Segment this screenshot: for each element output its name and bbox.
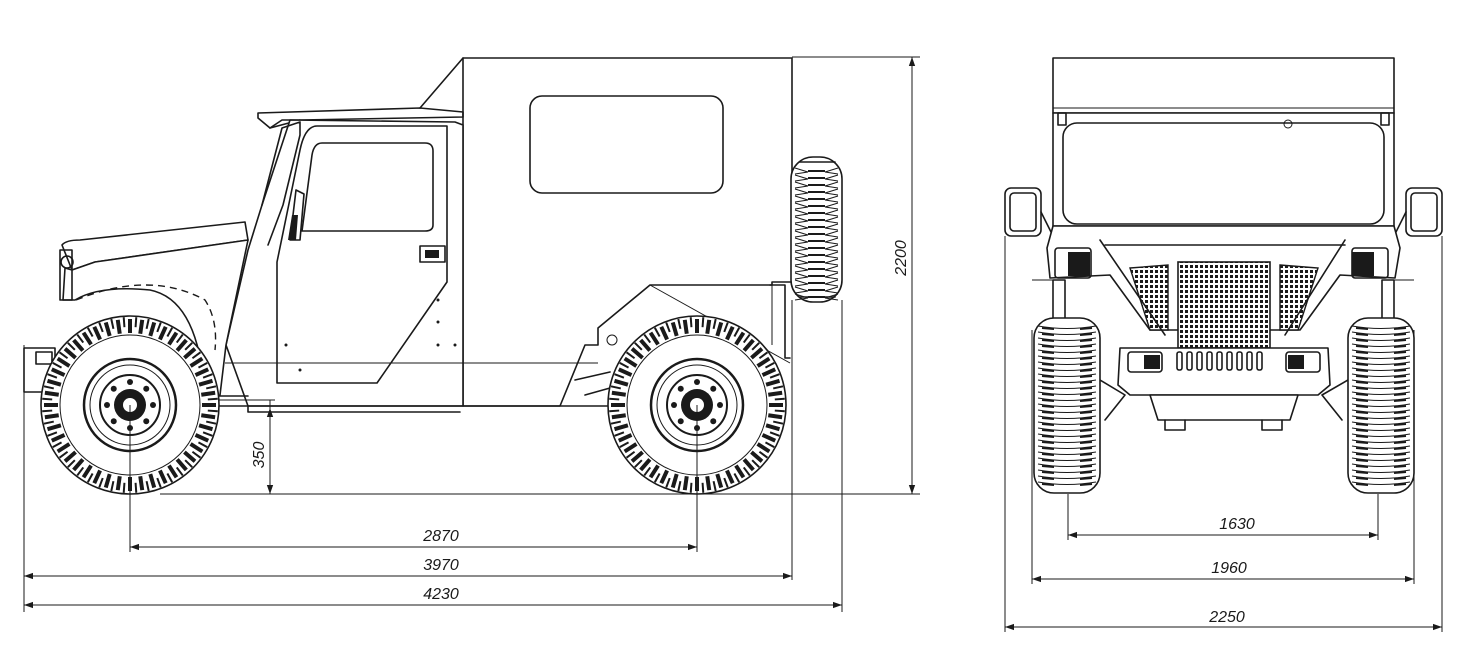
rear-wheel	[607, 315, 787, 495]
side-view	[23, 57, 843, 495]
front-bumper-front	[1117, 347, 1331, 396]
center-grille	[1177, 261, 1271, 349]
box-side-window	[529, 95, 724, 194]
cab-a-pillar	[261, 121, 301, 246]
right-mirror	[1391, 187, 1443, 241]
door-handle	[419, 245, 446, 263]
front-arch-hidden	[75, 284, 217, 351]
skid-plate	[1149, 394, 1299, 421]
overall-length-label: 4230	[423, 586, 459, 603]
windshield-frame	[1052, 112, 1395, 227]
windshield	[1062, 122, 1385, 225]
dimension-lines: 2870 3970 4230 2200 350 1630 1960 2250	[23, 56, 1443, 632]
ground-clearance-label: 350	[251, 442, 268, 469]
right-tire-front-view	[1347, 317, 1415, 494]
roof-box-front	[1052, 57, 1395, 114]
wheelbase-label: 2870	[422, 528, 459, 545]
door-bolts	[284, 298, 457, 372]
suspension-arms	[1099, 379, 1349, 421]
door-outline	[276, 125, 448, 384]
left-tire-front-view	[1033, 317, 1101, 494]
left-headlight	[1054, 247, 1092, 279]
right-grille	[1279, 264, 1319, 331]
cab-roof	[257, 107, 464, 129]
left-grille	[1129, 264, 1169, 331]
underbody	[209, 371, 611, 413]
overall-height-label: 2200	[893, 240, 910, 277]
track-label: 1630	[1219, 516, 1255, 533]
body-length-label: 3970	[423, 557, 459, 574]
bumper-slots	[1176, 351, 1263, 371]
front-struts	[1099, 239, 1346, 336]
fuel-cap	[606, 334, 618, 346]
box-front-slope	[419, 57, 464, 109]
rear-bracket	[769, 284, 791, 359]
right-headlight	[1351, 247, 1389, 279]
body-width-label: 1960	[1211, 560, 1247, 577]
front-wheel	[40, 315, 220, 495]
left-mirror	[1004, 187, 1056, 241]
spare-tire	[790, 156, 843, 303]
headlight-guard	[59, 249, 73, 301]
door-window	[301, 142, 434, 232]
overall-width-label: 2250	[1208, 609, 1245, 626]
front-view	[1004, 57, 1443, 494]
